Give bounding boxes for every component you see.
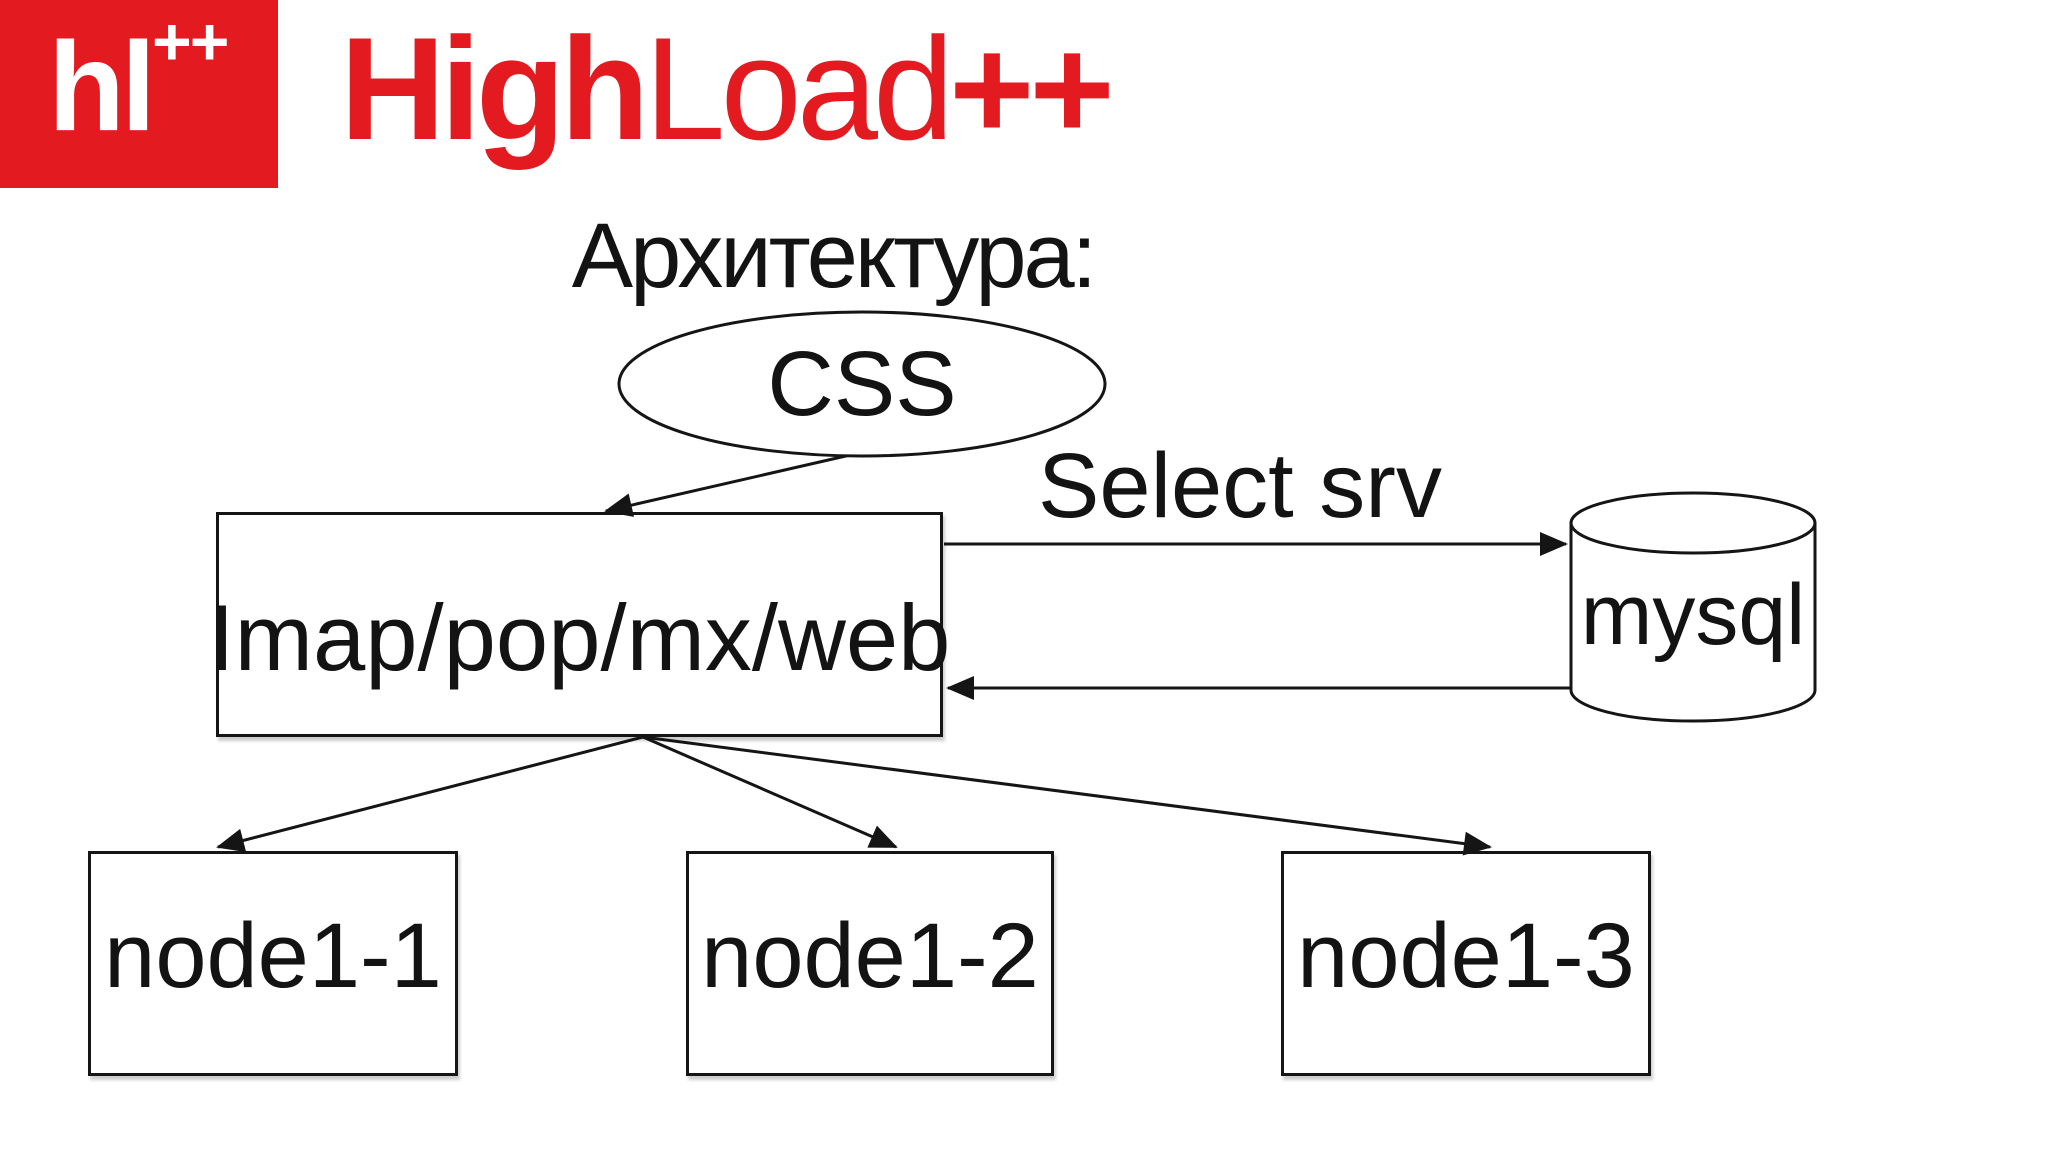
arrow-css-to-frontend [604,448,873,517]
slide-title: Архитектура: [571,205,1097,307]
select-srv-label: Select srv [1038,435,1442,537]
node1-1-label: node1-1 [104,904,442,1007]
wordmark-load: Load [644,7,954,170]
highload-wordmark: HighLoad++ [340,16,1115,162]
wordmark-plus: ++ [949,7,1115,170]
arrow-to-node1-1 [216,735,644,853]
node1-2-box: node1-2 [686,851,1054,1076]
highload-logo-mark: hl ++ [0,0,278,188]
node1-1-box: node1-1 [88,851,458,1076]
logo-hl-text: hl [48,16,156,157]
mysql-node-label: mysql [1580,567,1806,663]
node1-2-label: node1-2 [701,904,1039,1007]
frontend-box-label: Imap/pop/mx/web [208,584,951,690]
css-node-label: CSS [767,333,957,435]
frontend-box: Imap/pop/mx/web [209,512,950,737]
node1-3-label: node1-3 [1297,904,1635,1007]
arrow-to-node1-3 [642,735,1492,856]
arrow-to-node1-2 [642,735,898,849]
node1-3-box: node1-3 [1281,851,1651,1076]
wordmark-high: High [340,7,649,170]
logo-plusplus-text: ++ [152,4,229,80]
